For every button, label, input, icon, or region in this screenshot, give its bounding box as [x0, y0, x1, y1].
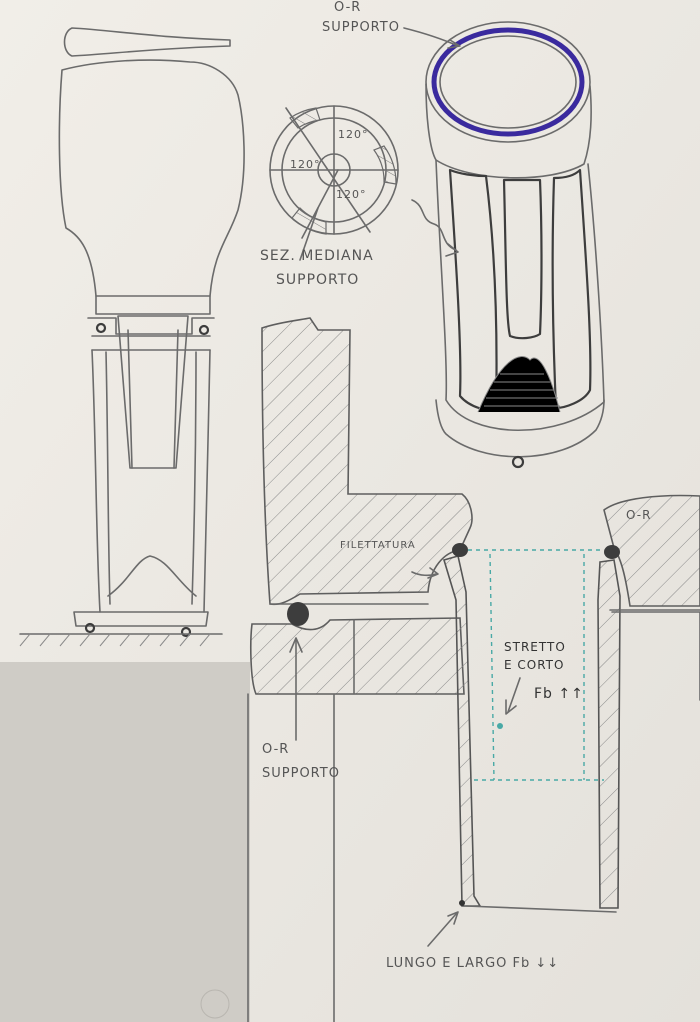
label-angle-c: 120° — [336, 188, 367, 201]
enlarged-section — [247, 317, 700, 1022]
label-sez-supporto: SUPPORTO — [276, 272, 360, 288]
oring-left — [287, 602, 309, 626]
label-or-bottom: O-R — [262, 742, 290, 757]
support-perspective — [403, 21, 605, 469]
label-angle-b: 120° — [290, 158, 321, 171]
label-or-top: O-R — [334, 0, 362, 15]
label-stretto: STRETTO — [504, 640, 566, 654]
section-circle — [269, 105, 399, 261]
label-angle-a: 120° — [338, 128, 369, 141]
label-supporto-top: SUPPORTO — [322, 20, 400, 35]
label-sez-mediana: SEZ. MEDIANA — [260, 248, 374, 264]
shadow-region — [0, 662, 250, 1022]
blue-oring-ring — [431, 27, 585, 137]
bottle-side-view — [19, 27, 245, 647]
label-or-right: O-R — [626, 508, 652, 522]
oring-mid — [452, 543, 468, 557]
label-supporto-bottom: SUPPORTO — [262, 766, 340, 781]
label-filettatura: FILETTATURA — [340, 540, 416, 551]
label-fb-up: Fb ↑↑ — [534, 686, 584, 702]
label-e-corto: E CORTO — [504, 658, 565, 672]
label-lungo-largo: LUNGO E LARGO Fb ↓↓ — [386, 956, 560, 971]
oring-right — [604, 545, 620, 559]
